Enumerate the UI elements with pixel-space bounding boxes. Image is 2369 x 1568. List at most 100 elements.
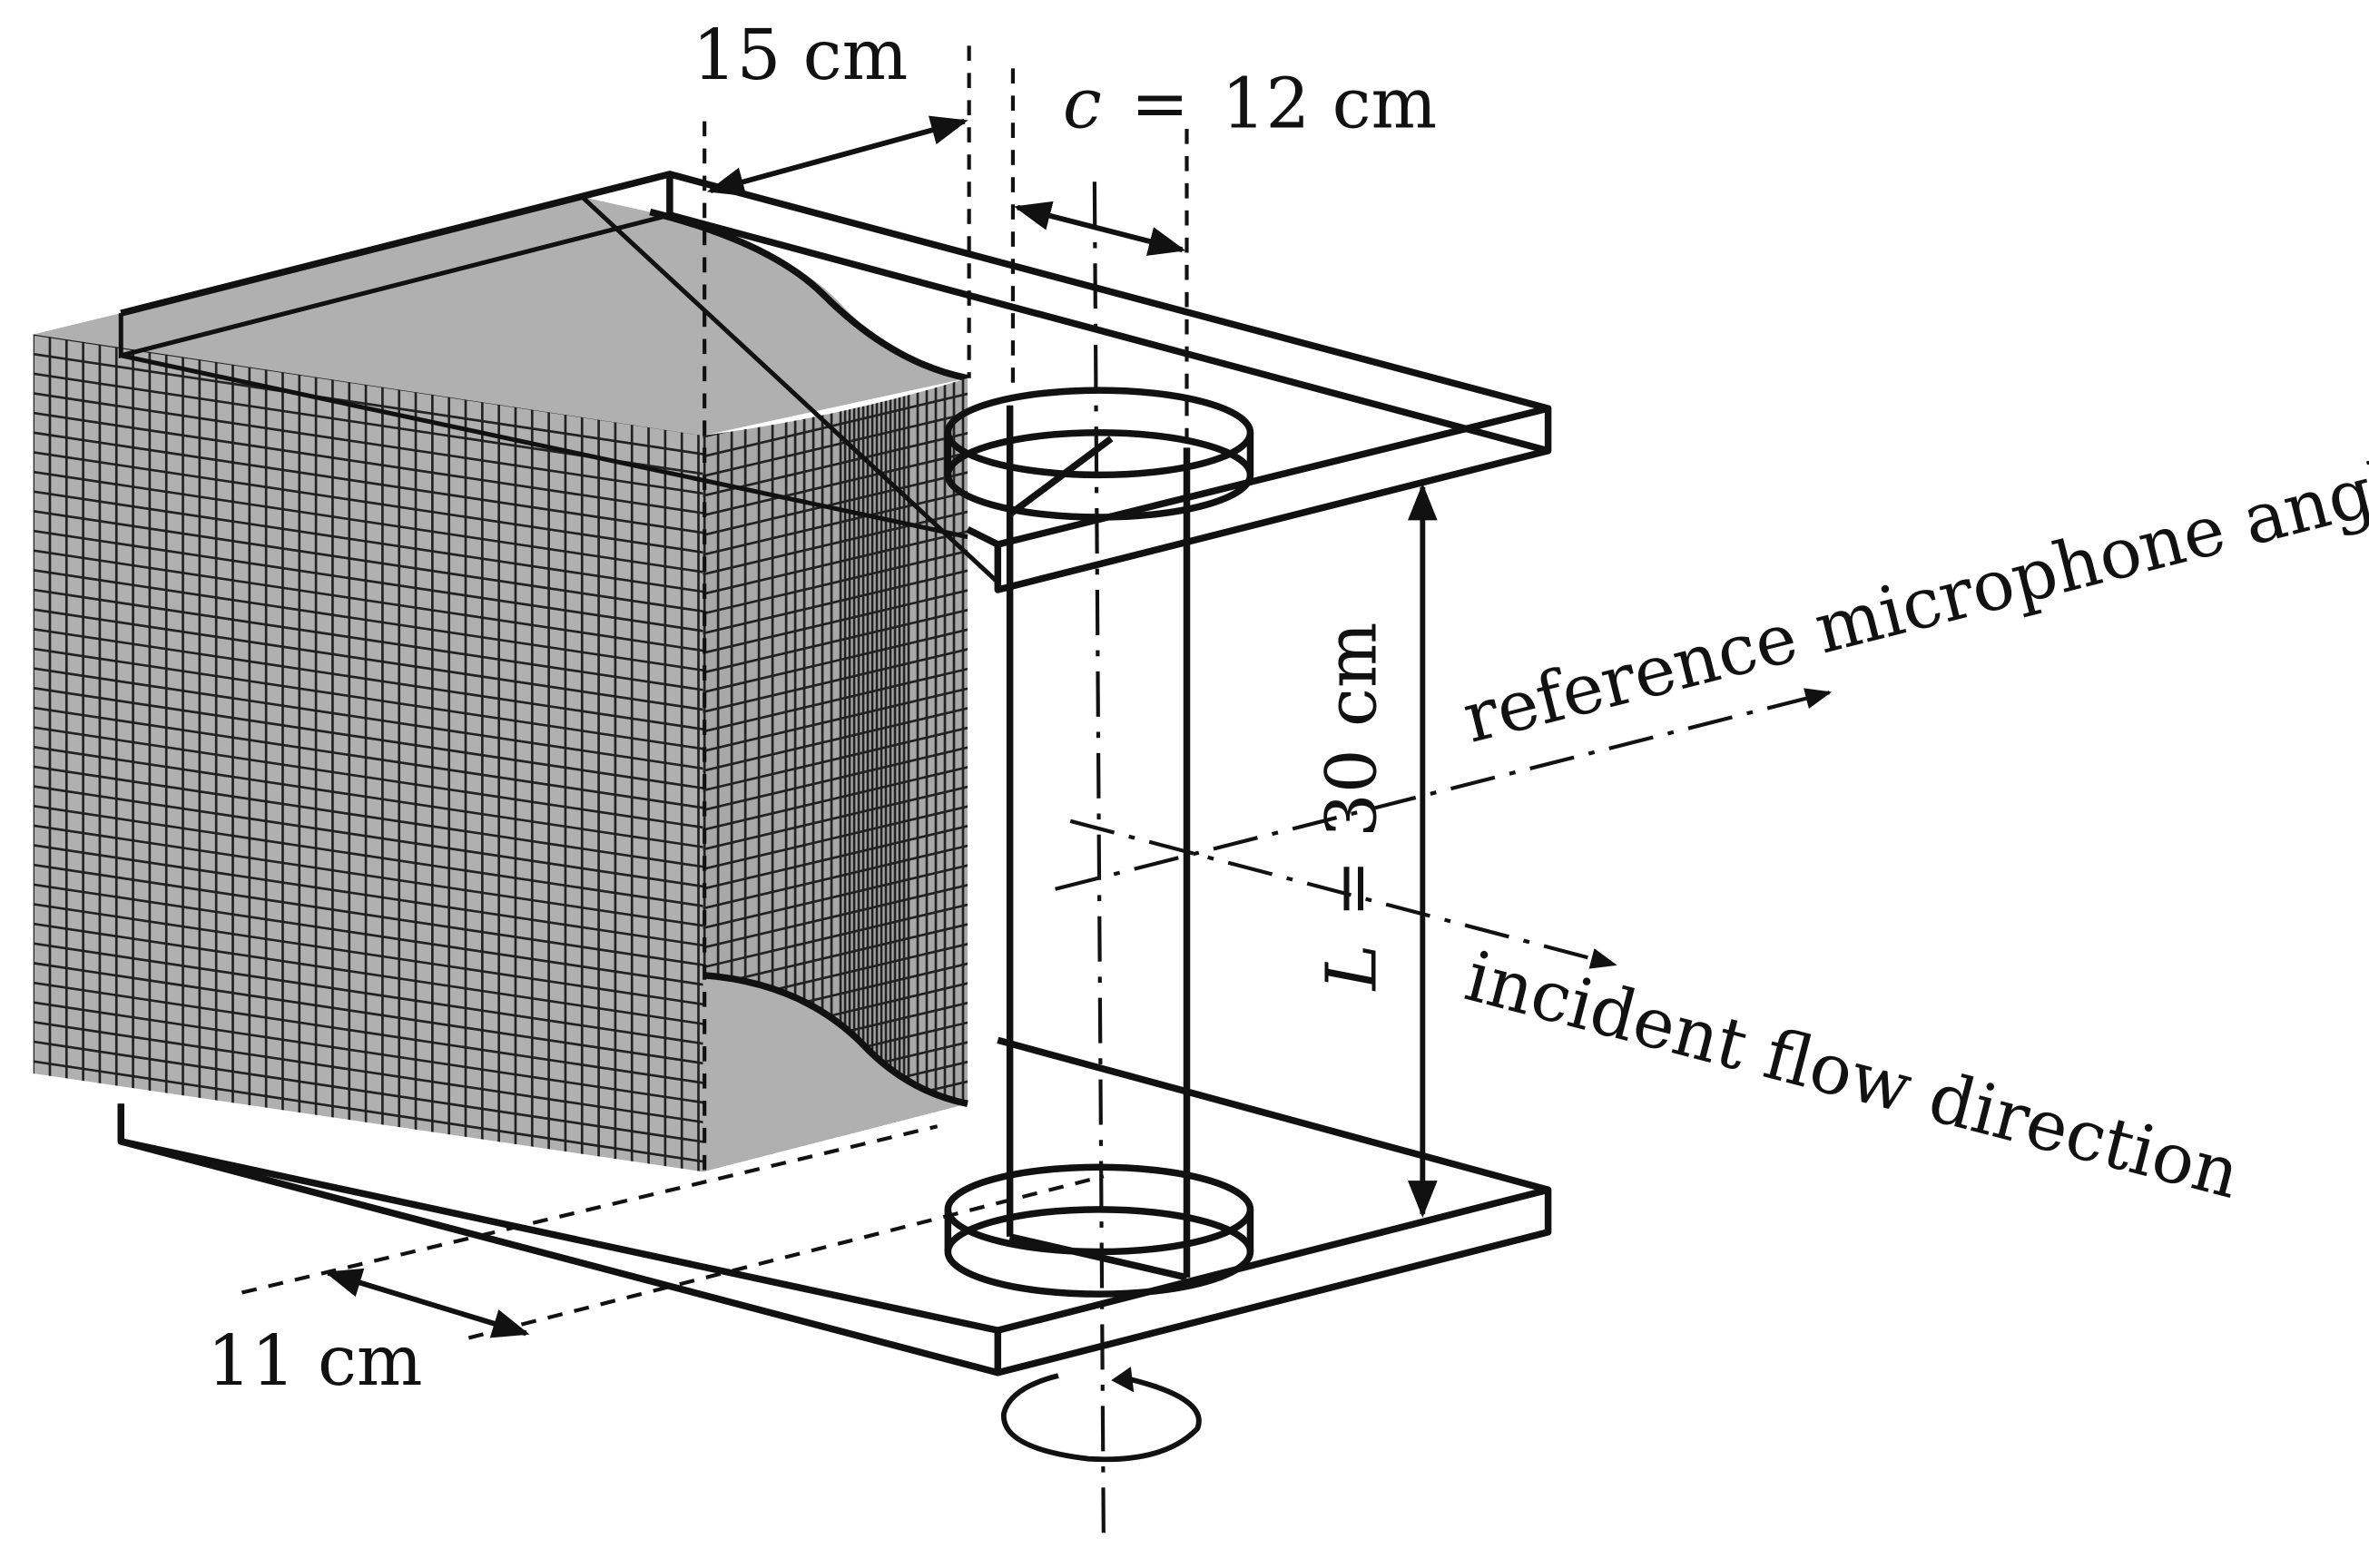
nozzle-bottom-contour [703, 971, 968, 1107]
mesh-line-horizontal [33, 706, 703, 810]
mesh-line-horizontal [33, 431, 703, 535]
side-mesh-line-horizontal [703, 388, 968, 460]
side-mesh-line-horizontal [703, 624, 968, 696]
side-mesh-line-horizontal [703, 683, 968, 755]
top-plate-front-edge [997, 405, 1549, 548]
rotation-arc [1001, 1373, 1202, 1463]
mesh-line-horizontal [33, 392, 703, 496]
nozzle-top-contour [649, 208, 968, 382]
side-mesh-line-horizontal [703, 821, 968, 892]
top-plate-long-line [120, 353, 968, 540]
mesh-line-horizontal [33, 942, 703, 1046]
mesh-line-horizontal [33, 529, 703, 633]
flow-axis-line [1069, 818, 1617, 969]
side-mesh-line-horizontal [703, 467, 968, 538]
airfoil-model [944, 387, 1254, 1298]
chord-var-label: c [1063, 64, 1102, 144]
rotation-arrowhead [1111, 1367, 1135, 1393]
mesh-line-horizontal [33, 568, 703, 673]
top-end-plate [118, 171, 1552, 593]
reference-axis-label: reference microphone angle [1455, 436, 2369, 760]
side-mesh-line-horizontal [703, 781, 968, 853]
flow-axis-label: incident flow direction [1458, 936, 2248, 1215]
mesh-line-horizontal [33, 726, 703, 830]
side-mesh-line-horizontal [703, 880, 968, 951]
nozzle-top-surface [33, 196, 968, 436]
mesh-line-horizontal [33, 883, 703, 987]
mesh-line-horizontal [33, 922, 703, 1026]
mesh-line-horizontal [33, 352, 703, 457]
mesh-line-horizontal [33, 765, 703, 869]
side-mesh-line-horizontal [703, 801, 968, 873]
chord-value-label: 12 cm [1222, 64, 1437, 144]
nozzle-bottom-fill [703, 975, 968, 1172]
mesh-line-horizontal [33, 863, 703, 968]
span-top-label: 15 cm [693, 15, 908, 96]
top-plate-shade-line [580, 195, 999, 584]
mesh-line-horizontal [33, 451, 703, 555]
mesh-line-horizontal [33, 470, 703, 574]
length-var-label: L [1312, 944, 1393, 992]
side-mesh-line-horizontal [703, 1155, 968, 1172]
mesh-line-horizontal [33, 686, 703, 791]
span-top-arrow [706, 115, 968, 197]
mesh-line-horizontal [33, 981, 703, 1085]
mesh-line-horizontal [33, 627, 703, 732]
side-mesh-line-horizontal [703, 742, 968, 814]
side-mesh-line-horizontal [703, 899, 968, 971]
nozzle-front-grid [33, 334, 703, 1172]
bottom-disk-sides [944, 1209, 1254, 1252]
nozzle-top-fill [33, 196, 968, 436]
rotation-axis [1092, 181, 1106, 1543]
bottom-disk-chord [1008, 1233, 1188, 1281]
side-mesh-line-horizontal [703, 703, 968, 774]
mesh-line-horizontal [33, 1021, 703, 1125]
span-bottom-label: 11 cm [207, 1321, 422, 1402]
nozzle-bottom-surface [703, 971, 968, 1172]
bottom-end-plate [117, 1036, 1552, 1377]
side-mesh-line-horizontal [703, 506, 968, 578]
mesh-line-horizontal [33, 1060, 703, 1164]
side-mesh-line-horizontal [703, 565, 968, 637]
mesh-line-horizontal [33, 824, 703, 928]
mesh-line-horizontal [33, 962, 703, 1066]
bottom-plate-front-left [120, 1138, 999, 1377]
side-mesh-line-horizontal [703, 840, 968, 912]
mesh-line-horizontal [33, 745, 703, 850]
side-mesh-line-horizontal [703, 526, 968, 597]
guide-bottom-2 [467, 1174, 1105, 1340]
dimension-arrows [324, 115, 1438, 1463]
side-mesh-line-horizontal [703, 644, 968, 715]
mesh-line-horizontal [33, 490, 703, 594]
chord-arrow [1013, 201, 1186, 256]
side-mesh-line-horizontal [703, 447, 968, 519]
guide-bottom-1 [241, 1124, 939, 1295]
bottom-plate-top-edge [997, 1186, 1549, 1334]
mesh-line-horizontal [33, 667, 703, 771]
mesh-line-horizontal [33, 510, 703, 614]
length-label: L = 30 cm [1312, 622, 1393, 992]
side-mesh-line-horizontal [703, 487, 968, 558]
side-mesh-line-horizontal [703, 762, 968, 833]
mesh-line-horizontal [33, 804, 703, 909]
length-rest-label: = 30 cm [1312, 622, 1393, 917]
side-mesh-line-horizontal [703, 428, 968, 499]
mesh-line-horizontal [33, 411, 703, 516]
side-mesh-line-horizontal [703, 860, 968, 932]
chord-eq-label: = [1131, 64, 1189, 144]
mesh-line-horizontal [33, 1040, 703, 1144]
side-mesh-line-horizontal [703, 663, 968, 735]
mesh-line-horizontal [33, 608, 703, 712]
mesh-line-horizontal [33, 588, 703, 692]
span-bottom-arrow [324, 1268, 530, 1338]
mesh-line-horizontal [33, 1001, 703, 1105]
mesh-line-horizontal [33, 903, 703, 1007]
mesh-line-horizontal [33, 785, 703, 889]
mesh-line-horizontal [33, 647, 703, 751]
mesh-line-horizontal [33, 844, 703, 948]
reference-axis-line [1055, 688, 1833, 891]
dimension-guides [241, 45, 1189, 1340]
side-mesh-line-horizontal [703, 722, 968, 794]
